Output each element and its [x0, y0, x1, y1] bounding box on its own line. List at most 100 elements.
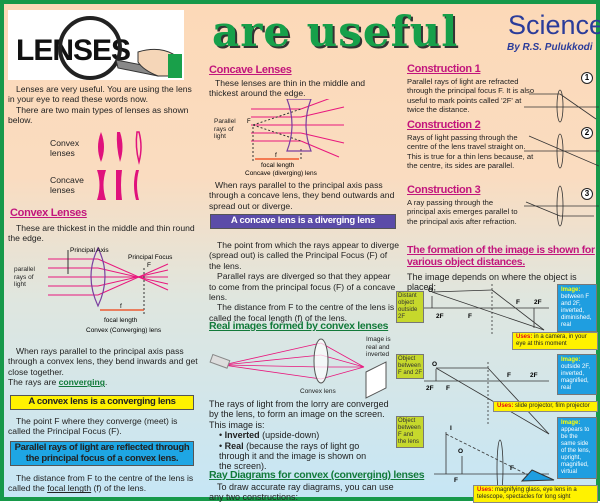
object-label: O	[428, 287, 433, 294]
construction-1-heading: Construction 1	[407, 63, 481, 75]
ray-diagrams-heading: Ray Diagrams for convex (converging) len…	[209, 469, 425, 481]
case-2-object: Object between F and 2F	[396, 354, 424, 379]
focal-length-text: The distance from F to the centre of the…	[8, 473, 200, 494]
principal-focus-text: The point F where they converge (meet) i…	[8, 416, 178, 437]
image-description: appears to be the same side of the lens,…	[561, 427, 591, 475]
lens-types-illustration	[97, 131, 142, 200]
case-3-object: Object between F and the lens	[396, 416, 424, 448]
2f-label: 2F	[426, 385, 434, 392]
image-description: between F and 2F, inverted, diminished, …	[561, 294, 592, 328]
formation-heading: The formation of the image is shown for …	[407, 244, 595, 268]
uses-title: Uses:	[497, 403, 514, 409]
concave-rays-text: When rays parallel to the principal axis…	[209, 180, 395, 211]
ray-diagrams-text: To draw accurate ray diagrams, you can u…	[209, 482, 394, 503]
f-label: F	[507, 372, 511, 379]
construction-2-text: Rays of light passing through the centre…	[407, 133, 534, 171]
f-label: f	[275, 152, 277, 159]
text-part: (f) of the lens.	[91, 483, 147, 494]
construction-1-text: Parallel rays of light are refracted thr…	[407, 77, 535, 115]
concave-label: Concave lenses	[50, 175, 84, 196]
convex-lens-label: Convex lens	[300, 388, 336, 395]
convex-label: Convex lenses	[50, 138, 80, 159]
concave-lenses-heading: Concave Lenses	[209, 64, 292, 76]
case-1-uses-box: Uses: in a camera, in your eye at this m…	[512, 332, 598, 350]
bullet-text: (because the rays of light go through it…	[219, 440, 367, 472]
2f-label: 2F	[534, 299, 542, 306]
uses-description: magnifying glass, eye lens in a telescop…	[477, 487, 577, 500]
image-title: Image:	[561, 420, 581, 426]
construction-3-number: 3	[581, 188, 593, 200]
2f-label: 2F	[530, 372, 538, 379]
concave-text: These lenses are thin in the middle and …	[209, 78, 366, 99]
magnifier-hand-icon: LENSES	[16, 16, 182, 80]
converging-word: converging	[58, 377, 105, 388]
real-image-diagram	[209, 338, 365, 384]
bullet-text: (upside-down)	[259, 430, 320, 441]
uses-description: in a camera, in your eye at this moment	[516, 334, 587, 347]
reflected-rays-box: Parallel rays of light are reflected thr…	[10, 441, 194, 466]
concave-lens-diagram: F f focal length Concave (diverging) len…	[245, 99, 345, 177]
concave-focal-text: The distance from F to the centre of the…	[209, 302, 395, 323]
parallel-rays-label: parallel rays of light	[14, 266, 35, 288]
case-1-object: Distant object outside 2F	[396, 291, 424, 323]
2f-label: 2F	[436, 313, 444, 320]
image-title: Image:	[561, 357, 581, 363]
construction-3-text: A ray passing through the principal axis…	[407, 198, 518, 226]
f-label: F	[516, 299, 520, 306]
f-label: f	[120, 303, 122, 310]
this-image-text: This image is:	[209, 419, 265, 430]
uses-description: slide projector, film projector	[515, 403, 590, 409]
case-2-image-box: Image: outside 2F, inverted, magnified, …	[557, 354, 597, 395]
principal-focus-label: Principal Focus	[128, 254, 173, 261]
convex-rays-text: When rays parallel to the principal axis…	[8, 346, 198, 377]
real-term: Real	[224, 440, 244, 451]
construction-3-heading: Construction 3	[407, 184, 481, 196]
bullet-real: • Real (because the rays of light go thr…	[219, 440, 367, 472]
logo-text: LENSES	[16, 34, 130, 67]
f-label: F	[446, 385, 450, 392]
converging-lens-box: A convex lens is a converging lens	[10, 395, 194, 410]
construction-diagrams	[524, 89, 599, 227]
real-images-heading: Real images formed by convex lenses	[209, 320, 389, 332]
case-3-image-box: Image: appears to be the same side of th…	[557, 417, 597, 479]
case-2-uses-box: Uses: slide projector, film projector	[493, 401, 598, 412]
rays-are-text: The rays are	[8, 377, 59, 388]
convex-text: These are thickest in the middle and thi…	[8, 223, 195, 244]
convex-lens-diagram: Principal Axis Principal Focus F f focal…	[48, 246, 173, 334]
f-label: F	[468, 313, 472, 320]
subject: Science	[508, 10, 600, 40]
concave-diverge-text: Parallel rays are diverged so that they …	[209, 271, 396, 303]
concave-focus-text: The point from which the rays appear to …	[209, 240, 399, 271]
image-formation-diagrams: O 2F F F 2F O 2F F F 2F I O F F	[424, 284, 555, 497]
f-label: F	[454, 477, 458, 484]
diagram-caption: Convex (Converging) lens	[86, 327, 162, 334]
intro-text-2: There are two main types of lenses as sh…	[8, 104, 189, 126]
construction-2-number: 2	[581, 127, 593, 139]
case-1-image-box: Image: between F and 2F, inverted, dimin…	[557, 284, 597, 332]
depends-text: The image depends on where the object is…	[407, 272, 577, 293]
case-3-uses-box: Uses: magnifying glass, eye lens in a te…	[473, 485, 598, 503]
focus-f-label: F	[247, 119, 251, 125]
image-label: Image is real and inverted	[366, 336, 391, 358]
focal-length-label: focal length	[104, 317, 138, 324]
construction-2-heading: Construction 2	[407, 119, 481, 131]
diverging-lens-box: A concave lens is a diverging lens	[210, 214, 396, 229]
object-label: O	[432, 361, 437, 368]
image-description: outside 2F, inverted, magnified, real	[561, 364, 591, 391]
period: .	[104, 377, 108, 388]
uses-title: Uses:	[477, 487, 494, 493]
inverted-term: Inverted	[224, 430, 260, 441]
intro-text: Lenses are very useful. You are using th…	[8, 84, 192, 105]
convex-lenses-heading: Convex Lenses	[10, 207, 87, 219]
focus-f-label: F	[147, 262, 151, 269]
focal-length-label: focal length	[261, 162, 295, 169]
focal-length-term: focal length	[47, 483, 92, 494]
object-label: O	[458, 448, 463, 455]
title: are useful	[212, 7, 459, 56]
screen-icon	[365, 361, 387, 399]
author: By R.S. Pulukkodi	[507, 42, 593, 53]
principal-axis-label: Principal Axis	[70, 247, 109, 254]
text-part: The distance from F to the centre of the…	[8, 473, 194, 494]
image-i-label: I	[450, 425, 452, 432]
